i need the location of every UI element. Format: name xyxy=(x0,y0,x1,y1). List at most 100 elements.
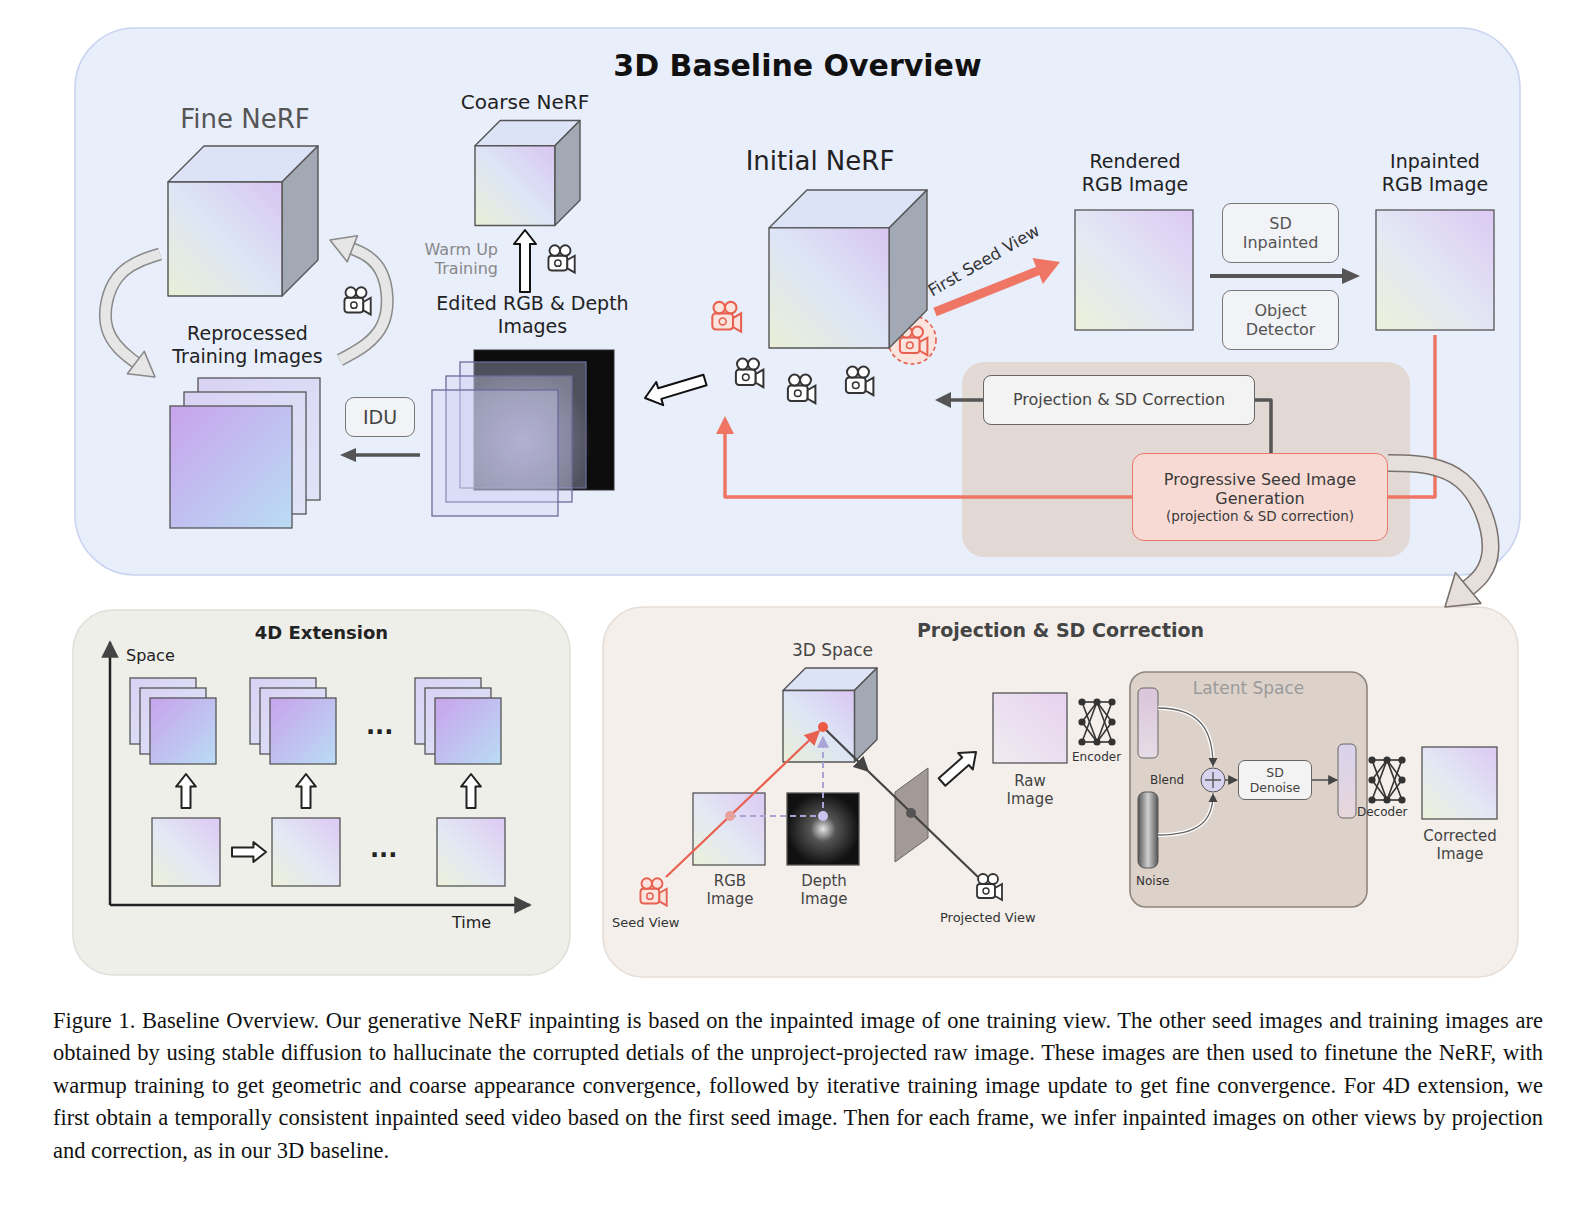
node-shape xyxy=(705,146,935,416)
drawing-part xyxy=(272,818,340,886)
drawing-part xyxy=(548,256,567,271)
overview-panel: 3D Baseline OverviewFine NeRFCoarse NeRF… xyxy=(75,28,1520,575)
drawing-part xyxy=(995,884,1002,900)
drawing-part xyxy=(1383,796,1390,803)
camera-icon xyxy=(736,359,764,388)
drawing-part xyxy=(1368,776,1375,783)
drawing-part xyxy=(176,774,196,808)
node-label: Projection & SD Correction xyxy=(917,619,1204,642)
node-label: 3D Space xyxy=(792,640,873,660)
node-label: 3D Baseline Overview xyxy=(613,48,981,84)
drawing-part xyxy=(1138,688,1158,758)
drawing-part xyxy=(743,374,750,381)
drawing-part xyxy=(1158,708,1213,766)
drawing-part xyxy=(282,146,318,296)
drawing-part xyxy=(647,893,653,899)
drawing-part xyxy=(105,254,160,365)
node-label: Inpainted RGB Image xyxy=(1370,150,1500,196)
drawing-part xyxy=(475,146,555,226)
text-label: Decoder xyxy=(1357,805,1408,819)
drawing-part xyxy=(1097,702,1112,722)
drawing-part xyxy=(939,752,976,786)
nerf-cube: Initial NeRF xyxy=(705,146,935,416)
drawing-part xyxy=(912,327,923,338)
text-label: Blend xyxy=(1150,773,1184,787)
panel-ground xyxy=(73,610,570,975)
drawing-part xyxy=(1376,210,1494,330)
drawing-part xyxy=(714,302,726,314)
projection-point xyxy=(725,811,735,821)
drawing-part xyxy=(1075,210,1193,330)
frame-stack xyxy=(130,678,216,764)
drawing-part xyxy=(1388,463,1490,591)
panel-ground xyxy=(603,607,1518,977)
drawing-part xyxy=(296,774,316,808)
drawing-part xyxy=(1398,756,1405,763)
drawing-part xyxy=(977,884,995,898)
drawing-part xyxy=(1312,779,1337,780)
frame-stack xyxy=(415,678,501,764)
drawing-part xyxy=(351,302,357,308)
drawing-part xyxy=(109,642,112,905)
drawing-part xyxy=(978,874,988,884)
drawing-part xyxy=(854,668,877,762)
projection-point xyxy=(818,722,828,732)
drawing-part xyxy=(725,431,1132,497)
connector xyxy=(514,230,536,292)
image-tile: Raw Image xyxy=(988,690,1072,808)
node-label: RGB Image xyxy=(698,872,762,908)
drawing-part xyxy=(935,392,951,408)
frame-tile xyxy=(152,818,220,886)
drawing-part xyxy=(150,698,216,764)
nerf-cube: Fine NeRF xyxy=(160,104,330,298)
drawing-part xyxy=(437,818,505,886)
connector xyxy=(716,416,1132,497)
drawing-part xyxy=(475,121,580,226)
drawing-part xyxy=(1108,698,1115,705)
drawing-part xyxy=(435,698,501,764)
drawing-part xyxy=(330,236,357,262)
drawing-part xyxy=(693,793,765,865)
drawing-part xyxy=(1082,702,1097,722)
frame-stack xyxy=(250,678,336,764)
image-plane xyxy=(895,768,928,862)
node-label: Edited RGB & Depth Images xyxy=(425,292,640,338)
space-cube: 3D Space xyxy=(770,640,895,765)
drawing-part xyxy=(1387,780,1402,800)
drawing-part xyxy=(354,453,420,457)
node-label: Depth Image xyxy=(792,872,856,908)
network-icon xyxy=(1078,698,1115,745)
node-label: Raw Image xyxy=(998,772,1062,808)
drawing-part xyxy=(514,230,536,292)
connector xyxy=(1210,268,1360,284)
extension-panel: 4D Extension xyxy=(73,610,570,975)
connector xyxy=(105,254,160,377)
drawing-part xyxy=(550,245,561,256)
text-label: Time xyxy=(452,913,491,932)
drawing-part xyxy=(846,378,866,393)
process-box: Projection & SD Correction xyxy=(983,375,1255,425)
process-box: Object Detector xyxy=(1222,290,1339,350)
drawing-part xyxy=(822,737,824,808)
node-label: IDU xyxy=(363,406,397,429)
drawing-part xyxy=(1368,796,1375,803)
process-box: SD Denoise xyxy=(1238,760,1312,800)
drawing-part xyxy=(1372,780,1387,800)
node-label: Fine NeRF xyxy=(180,104,310,135)
drawing-part xyxy=(270,698,336,764)
node-label: Reprocessed Training Images xyxy=(158,322,338,368)
drawing-part xyxy=(1368,756,1375,763)
drawing-part xyxy=(730,815,823,817)
drawing-part xyxy=(1108,738,1115,745)
drawing-part xyxy=(1033,258,1060,284)
drawing-part xyxy=(1383,756,1390,763)
drawing-part xyxy=(868,771,978,877)
drawing-part xyxy=(823,727,868,771)
panel-ground xyxy=(1130,672,1367,907)
drawing-part xyxy=(993,693,1067,763)
connector xyxy=(1255,400,1271,453)
drawing-part xyxy=(787,793,859,865)
connector xyxy=(935,392,983,408)
drawing-part xyxy=(1210,274,1345,278)
drawing-part xyxy=(935,270,1041,312)
